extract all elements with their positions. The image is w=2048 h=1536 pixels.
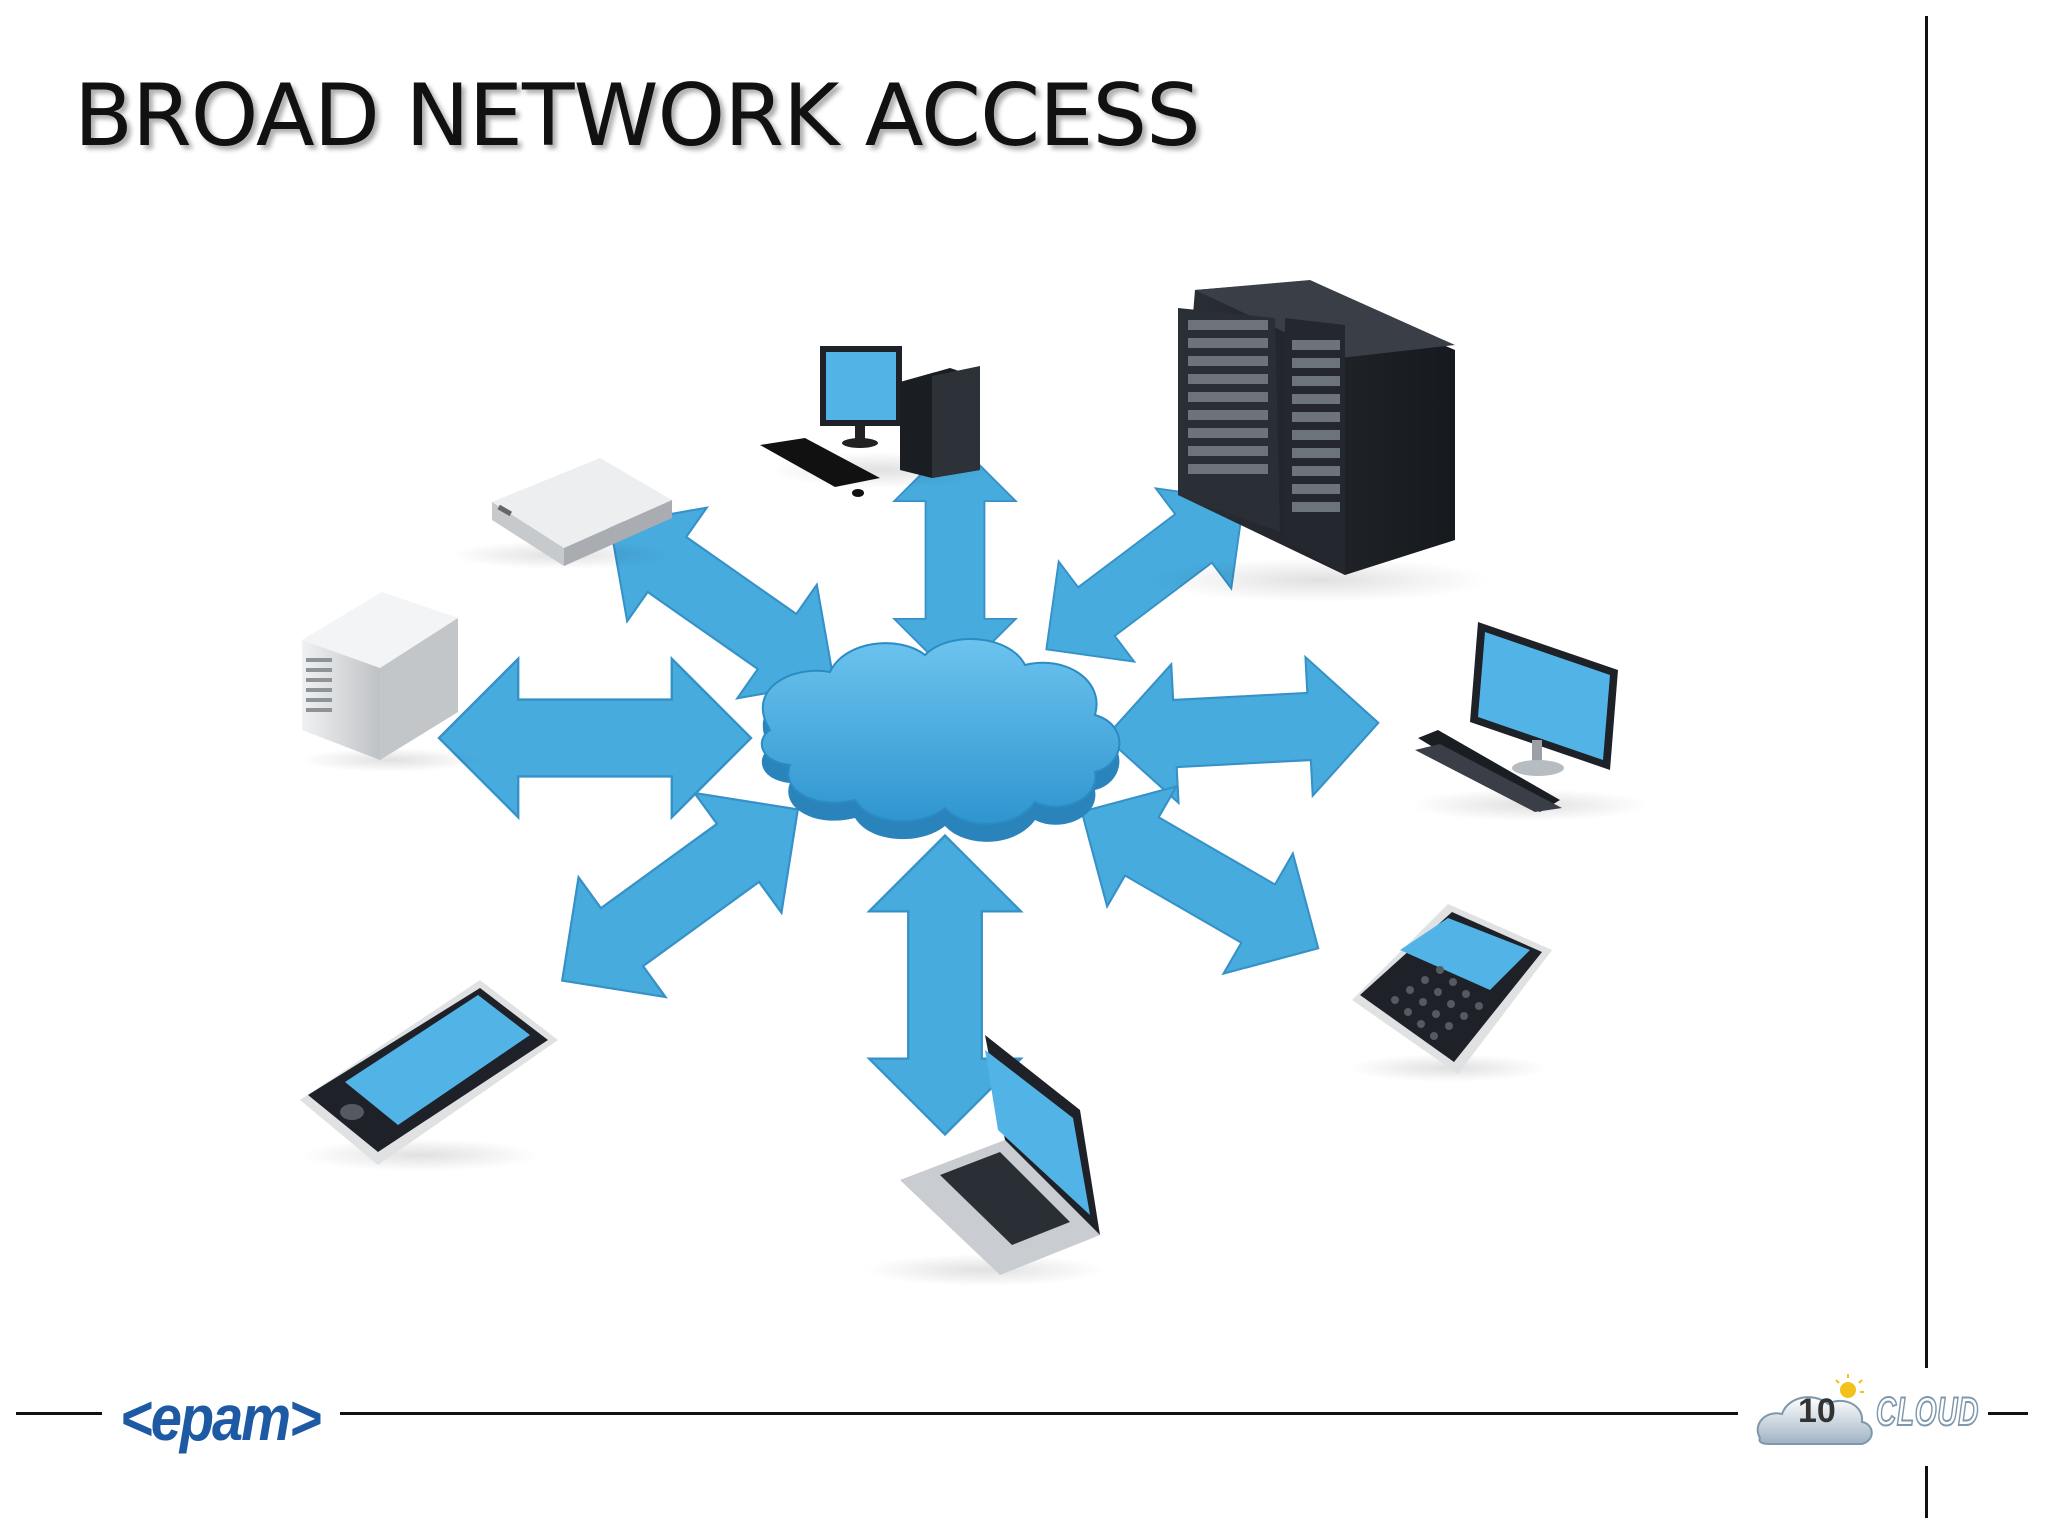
tower-server-icon (300, 592, 480, 772)
smartphone-icon (300, 980, 558, 1171)
epam-logo: <epam> (120, 1381, 322, 1454)
vertical-rule-top (1925, 16, 1928, 1368)
arrow-laptop (866, 833, 1024, 1137)
network-appliance-icon (450, 458, 672, 569)
server-rack-icon (1150, 280, 1490, 602)
laptop-icon (865, 1035, 1105, 1286)
cloud-badge-icon (1756, 1374, 1873, 1445)
cloud-icon (760, 638, 1121, 842)
arrow-tower (437, 655, 753, 821)
page-number: 10 (1798, 1392, 1836, 1430)
arrow-qwerty-phone (1080, 784, 1320, 976)
cloud-badge-label: CLOUD (1875, 1389, 1980, 1435)
arrow-desktop (892, 439, 1018, 681)
footer-rule-middle (340, 1412, 1738, 1415)
vertical-rule-bottom (1925, 1466, 1928, 1518)
qwerty-phone-icon (1348, 904, 1552, 1082)
monitor-keyboard-icon (1410, 622, 1650, 821)
arrow-monitor (1104, 654, 1380, 806)
footer-rule-left (16, 1412, 102, 1415)
footer-rule-right (1988, 1412, 2028, 1415)
slide-title: BROAD NETWORK ACCESS (74, 66, 1201, 166)
arrow-server-rack (1045, 487, 1245, 663)
desktop-computer-icon (760, 346, 990, 497)
